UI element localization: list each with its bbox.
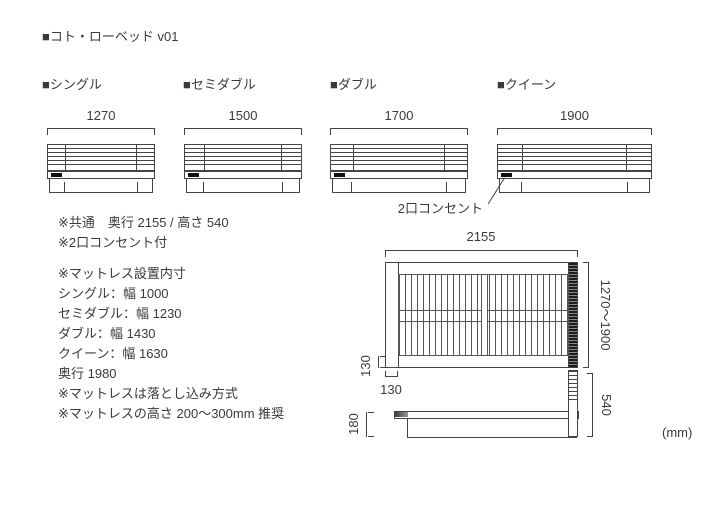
outlet-mark — [501, 173, 512, 177]
plan-width-bracket — [583, 262, 589, 368]
total-height-bracket — [587, 373, 593, 437]
bed-front-view-single: 1270 — [47, 108, 155, 194]
side-rail-width-label: 130 — [380, 382, 402, 397]
bed-leg — [136, 182, 138, 192]
unit-label: (mm) — [662, 425, 693, 440]
total-height-label: 540 — [599, 394, 614, 416]
outlet-mark — [188, 173, 199, 177]
outlet-callout-label: 2口コンセント — [397, 201, 483, 216]
bed-leg — [282, 182, 284, 192]
bed-leg — [202, 182, 204, 192]
headboard-post — [203, 145, 205, 170]
headboard-post — [64, 145, 66, 170]
note-mattress-single: シングル：幅 1000 — [58, 286, 169, 301]
headboard-slats — [498, 145, 651, 168]
width-dimension-bracket — [497, 128, 652, 135]
width-dimension-bracket — [330, 128, 468, 135]
bed-base — [49, 178, 153, 193]
note-mattress-height: ※マットレスの高さ 200～300mm 推奨 — [58, 406, 285, 421]
bed-leg — [445, 182, 447, 192]
center-divider — [480, 275, 488, 355]
size-header-queen: ■クイーン — [497, 77, 557, 92]
headboard-post — [522, 145, 524, 170]
note-common-size: ※共通 奥行 2155 / 高さ 540 — [58, 215, 229, 230]
plan-width-range-label: 1270～1900 — [598, 279, 613, 351]
side-view-base-outline — [407, 418, 577, 438]
headboard-post — [352, 145, 354, 170]
bed-base — [332, 178, 466, 193]
headboard — [330, 144, 468, 171]
headboard — [47, 144, 155, 171]
width-dimension-label: 1270 — [86, 108, 116, 123]
note-mattress-depth: 奥行 1980 — [58, 366, 117, 381]
headboard-slats — [331, 145, 467, 168]
bed-front-view-queen: 1900 — [497, 108, 652, 194]
headboard-post — [281, 145, 283, 170]
width-dimension-label: 1700 — [384, 108, 414, 123]
headboard-post — [444, 145, 446, 170]
bed-leg — [351, 182, 353, 192]
headboard-slats — [185, 145, 301, 168]
bed-leg — [64, 182, 66, 192]
width-dimension-label: 1900 — [560, 108, 589, 123]
headboard-post — [136, 145, 138, 170]
bed-front-view-double: 1700 — [330, 108, 468, 194]
note-mattress-double: ダブル：幅 1430 — [58, 326, 156, 341]
platform-height-bracket — [366, 412, 374, 437]
foot-rail-width-label: 130 — [358, 355, 373, 377]
headboard-slats — [48, 145, 154, 168]
side-view-headboard — [568, 370, 578, 437]
headboard-post — [625, 145, 627, 170]
note-mattress-semidouble: セミダブル：幅 1230 — [58, 306, 182, 321]
bed-leg — [627, 182, 629, 192]
slat-base — [398, 274, 569, 356]
bed-plan-view — [385, 262, 578, 368]
bed-base — [499, 178, 650, 193]
width-dimension-label: 1500 — [228, 108, 258, 123]
headboard — [184, 144, 302, 171]
note-mattress-queen: クイーン：幅 1630 — [58, 346, 168, 361]
note-outlet: ※2口コンセント付 — [58, 235, 168, 250]
outlet-mark — [51, 173, 62, 177]
page-title: ■コト・ローベッド v01 — [42, 29, 179, 44]
plan-depth-bracket — [385, 250, 578, 257]
note-mattress-drop-in: ※マットレスは落とし込み方式 — [58, 386, 238, 401]
outlet-mark — [334, 173, 345, 177]
size-header-double: ■ダブル — [330, 77, 377, 92]
width-dimension-bracket — [47, 128, 155, 135]
side-view-end-cap — [395, 412, 408, 417]
bed-leg — [520, 182, 522, 192]
note-mattress-title: ※マットレス設置内寸 — [58, 266, 186, 281]
side-view-headboard-slats — [569, 371, 577, 402]
headboard — [497, 144, 652, 171]
plan-depth-label: 2155 — [466, 229, 496, 244]
headboard-top-view — [568, 263, 577, 367]
bed-base — [186, 178, 300, 193]
size-header-single: ■シングル — [42, 77, 102, 92]
foot-rail-bracket — [378, 356, 386, 368]
notes-block: ※共通 奥行 2155 / 高さ 540 ※2口コンセント付 ※マットレス設置内… — [58, 213, 284, 424]
size-header-semidouble: ■セミダブル — [183, 77, 256, 92]
platform-height-label: 180 — [346, 413, 361, 435]
side-rail-bracket — [385, 371, 398, 377]
width-dimension-bracket — [184, 128, 302, 135]
bed-front-view-semidouble: 1500 — [184, 108, 302, 194]
side-view-platform — [394, 411, 579, 419]
